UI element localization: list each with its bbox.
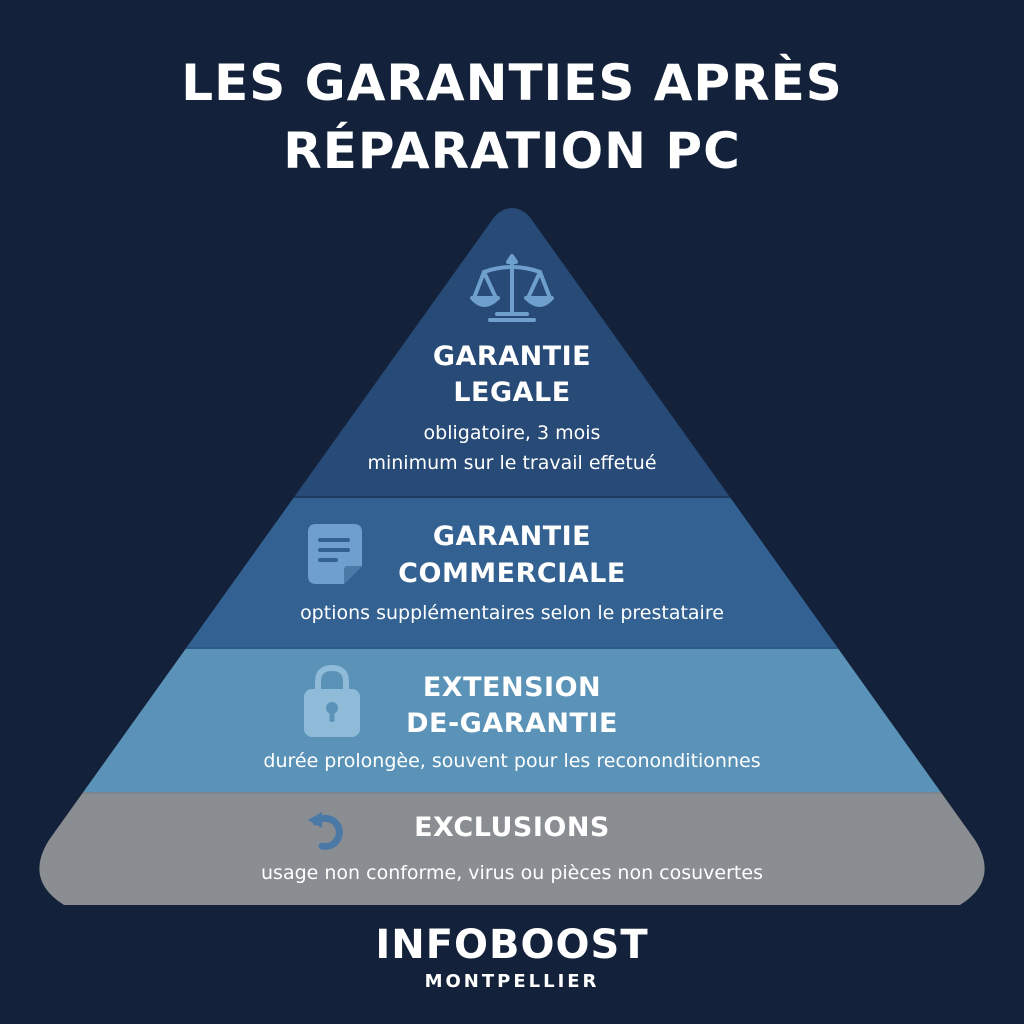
tier-extension-garantie-heading-line-2: DE-GARANTIE bbox=[406, 708, 618, 739]
tier-garantie-legale-desc-line-1: obligatoire, 3 mois bbox=[423, 422, 601, 444]
tier-garantie-commerciale-heading-line-1: GARANTIE bbox=[432, 521, 592, 552]
tier-exclusions-desc: usage non conforme, virus ou pièces non … bbox=[261, 862, 763, 884]
brand-name: INFOBOOST bbox=[375, 922, 649, 968]
tier-extension-garantie-desc: durée prolongèe, souvent pour les recono… bbox=[263, 750, 761, 772]
document-icon bbox=[308, 524, 362, 584]
tier-garantie-commerciale-heading-line-2: COMMERCIALE bbox=[398, 558, 626, 589]
padlock-icon bbox=[304, 664, 360, 737]
brand-city: MONTPELLIER bbox=[424, 971, 600, 992]
tier-garantie-commerciale-desc: options supplémentaires selon le prestat… bbox=[300, 602, 724, 624]
tier-exclusions-heading: EXCLUSIONS bbox=[414, 812, 610, 843]
tier-garantie-legale-desc-line-2: minimum sur le travail effetué bbox=[367, 452, 657, 474]
tier-exclusions-band bbox=[39, 793, 985, 905]
tier-garantie-legale-heading-line-2: LEGALE bbox=[453, 377, 571, 408]
scales-icon bbox=[470, 254, 554, 322]
page-title-line-2: RÉPARATION PC bbox=[283, 122, 741, 180]
tier-extension-garantie-heading-line-1: EXTENSION bbox=[422, 672, 602, 703]
tier-extension-garantie-band bbox=[39, 648, 985, 793]
circular-arrow-icon bbox=[308, 812, 343, 850]
page-title-line-1: LES GARANTIES APRÈS bbox=[181, 54, 843, 112]
tier-garantie-legale-heading-line-1: GARANTIE bbox=[432, 341, 592, 372]
